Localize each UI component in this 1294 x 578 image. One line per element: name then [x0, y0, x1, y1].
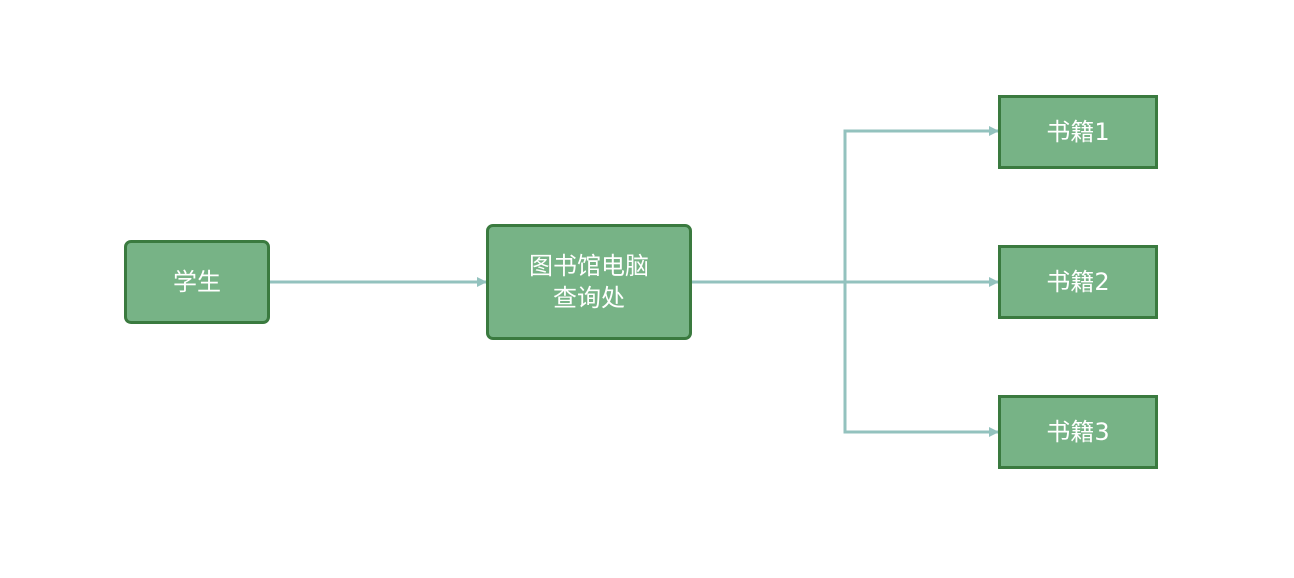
- edge-terminal-to-book-1: [692, 126, 999, 284]
- node-student-label: 学生: [173, 268, 221, 296]
- node-library-terminal-label-line1: 图书馆电脑: [529, 252, 649, 280]
- node-library-terminal[interactable]: 图书馆电脑 查询处: [486, 224, 692, 340]
- node-library-terminal-label-line2: 查询处: [553, 284, 625, 312]
- node-book-3-label: 书籍3: [1046, 418, 1110, 446]
- node-student[interactable]: 学生: [124, 240, 270, 324]
- node-book-2[interactable]: 书籍2: [998, 245, 1158, 319]
- node-book-1[interactable]: 书籍1: [998, 95, 1158, 169]
- node-book-2-label: 书籍2: [1046, 268, 1110, 296]
- edge-terminal-to-book-3: [692, 280, 999, 437]
- node-book-3[interactable]: 书籍3: [998, 395, 1158, 469]
- node-book-1-label: 书籍1: [1046, 118, 1110, 146]
